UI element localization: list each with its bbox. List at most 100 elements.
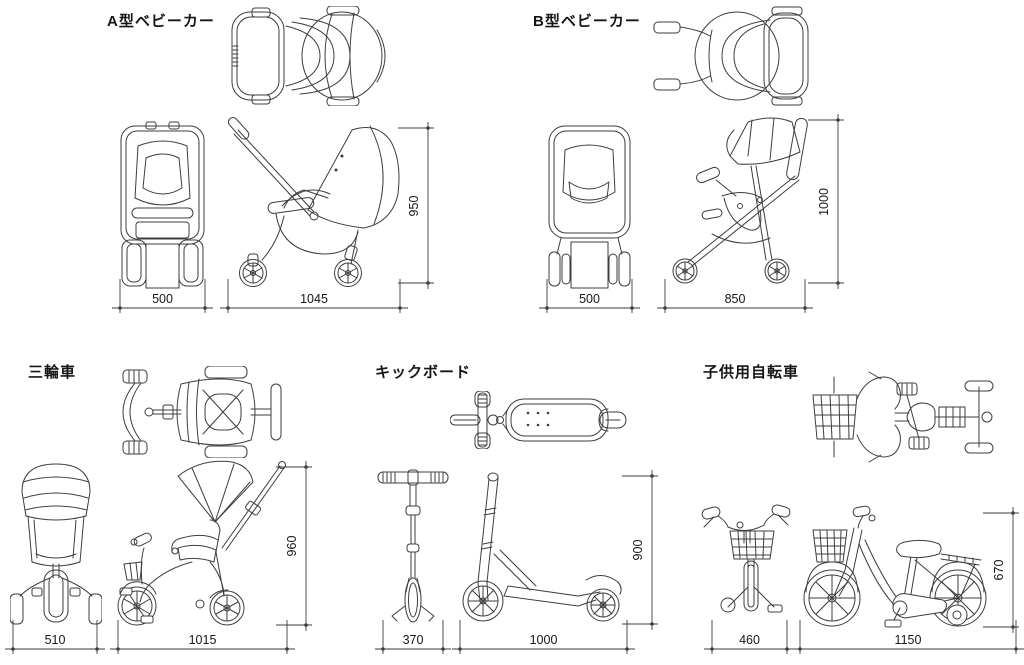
handlebar <box>122 369 182 455</box>
stroller-b-side-view <box>672 117 808 284</box>
kickboard-side-view <box>462 472 622 622</box>
deck <box>493 549 601 607</box>
canopy <box>177 460 254 523</box>
bicycle-width-dim: 460 <box>704 620 795 658</box>
bicycle-height-value: 670 <box>992 559 1006 581</box>
stroller-b-length-value: 850 <box>724 292 746 306</box>
kickboard-front-view <box>377 469 449 623</box>
seat-body <box>301 6 386 106</box>
stroller-a-top-view <box>231 6 386 106</box>
bicycle-side-view <box>803 505 987 628</box>
bicycle-width-value: 460 <box>739 633 760 647</box>
canopy <box>726 117 801 165</box>
kickboard-width-dim: 370 <box>375 620 451 658</box>
tricycle-front-view <box>10 463 102 625</box>
rear-rack <box>940 553 982 597</box>
seat <box>171 519 221 563</box>
stroller-a-length-value: 1045 <box>300 292 328 306</box>
rear-wheel <box>598 408 627 432</box>
rear-wheels <box>204 366 248 458</box>
stroller-b-length-dim: 850 <box>657 279 813 317</box>
kickboard-height-value: 900 <box>631 539 645 561</box>
stroller-a-height-dim: 950 <box>398 122 439 289</box>
frame <box>687 165 800 267</box>
seat <box>562 144 616 289</box>
front-wheel <box>239 259 267 287</box>
seat-body <box>694 6 809 106</box>
frame <box>247 213 359 267</box>
training-wheel <box>946 604 968 626</box>
tricycle-width-dim: 510 <box>5 620 105 658</box>
stroller-b-height-dim: 1000 <box>808 114 849 289</box>
stroller-a-width-value: 500 <box>152 292 173 306</box>
saddle <box>906 402 936 432</box>
seat <box>267 189 331 214</box>
rear-wheel <box>585 575 622 622</box>
handlebar <box>377 469 449 486</box>
handle-stubs <box>653 21 711 91</box>
tricycle-length-dim: 1015 <box>110 620 295 658</box>
front-wheel <box>117 581 157 626</box>
stroller-a-length-dim: 1045 <box>220 279 408 317</box>
front-fork-wheel <box>31 563 81 623</box>
bicycle-front-view <box>701 504 791 613</box>
deck <box>502 398 609 442</box>
rear-wheel <box>764 258 790 284</box>
saddle <box>896 539 942 559</box>
wheels <box>121 239 204 287</box>
canopy-folds <box>285 17 351 95</box>
basket <box>123 561 143 581</box>
canopy <box>307 125 400 229</box>
push-rod <box>221 461 286 551</box>
frame <box>894 382 930 450</box>
basket <box>729 530 775 560</box>
legs <box>556 237 623 255</box>
bicycle-title: 子供用自転車 <box>703 364 800 381</box>
steering-tube <box>477 472 499 602</box>
rear-wheel <box>209 589 245 626</box>
stroller-b-width-value: 500 <box>579 292 600 306</box>
stroller-a-title: A型ベビーカー <box>107 13 215 30</box>
kickboard-height-dim: 900 <box>622 470 663 630</box>
rear-rack <box>934 380 994 454</box>
frame <box>120 121 205 245</box>
kickboard-title: キックボード <box>375 364 472 381</box>
canopy-folds <box>708 19 771 93</box>
kickboard-width-value: 370 <box>402 633 424 647</box>
front-wheel <box>803 561 861 627</box>
stroller-b-title: B型ベビーカー <box>533 13 641 30</box>
stem <box>405 484 421 593</box>
handlebar <box>450 391 504 449</box>
front-wheel <box>672 258 698 284</box>
rear-axles-wheels <box>10 577 102 625</box>
body <box>176 378 256 446</box>
tricycle-height-dim: 960 <box>276 461 317 631</box>
kickboard-top-view <box>450 391 627 449</box>
wheels <box>548 251 631 287</box>
rear-wheel <box>334 259 362 287</box>
push-rod <box>250 383 282 441</box>
tricycle-length-value: 1015 <box>188 633 217 647</box>
stroller-b-height-value: 1000 <box>817 187 831 216</box>
stroller-b-front-view <box>548 125 631 289</box>
canopy <box>21 463 91 521</box>
tricycle-side-view <box>117 460 286 626</box>
stroller-a-height-value: 950 <box>407 195 421 216</box>
training-stand <box>720 586 783 613</box>
seat-basket <box>27 515 85 567</box>
bicycle-top-view <box>812 371 994 463</box>
basket <box>812 529 848 563</box>
bicycle-length-dim: 1150 <box>792 620 1024 658</box>
tall-handle <box>786 117 808 181</box>
handlebars <box>856 371 901 463</box>
stroller-a-width-dim: 500 <box>112 279 213 317</box>
stroller-a-front-view <box>120 121 205 289</box>
chainguard <box>884 593 947 628</box>
stroller-b-width-dim: 500 <box>539 279 640 317</box>
handle <box>227 117 319 221</box>
handlebar <box>130 532 152 585</box>
bicycle-height-dim: 670 <box>983 507 1024 633</box>
frame <box>139 551 225 609</box>
front-wheel <box>391 577 435 623</box>
